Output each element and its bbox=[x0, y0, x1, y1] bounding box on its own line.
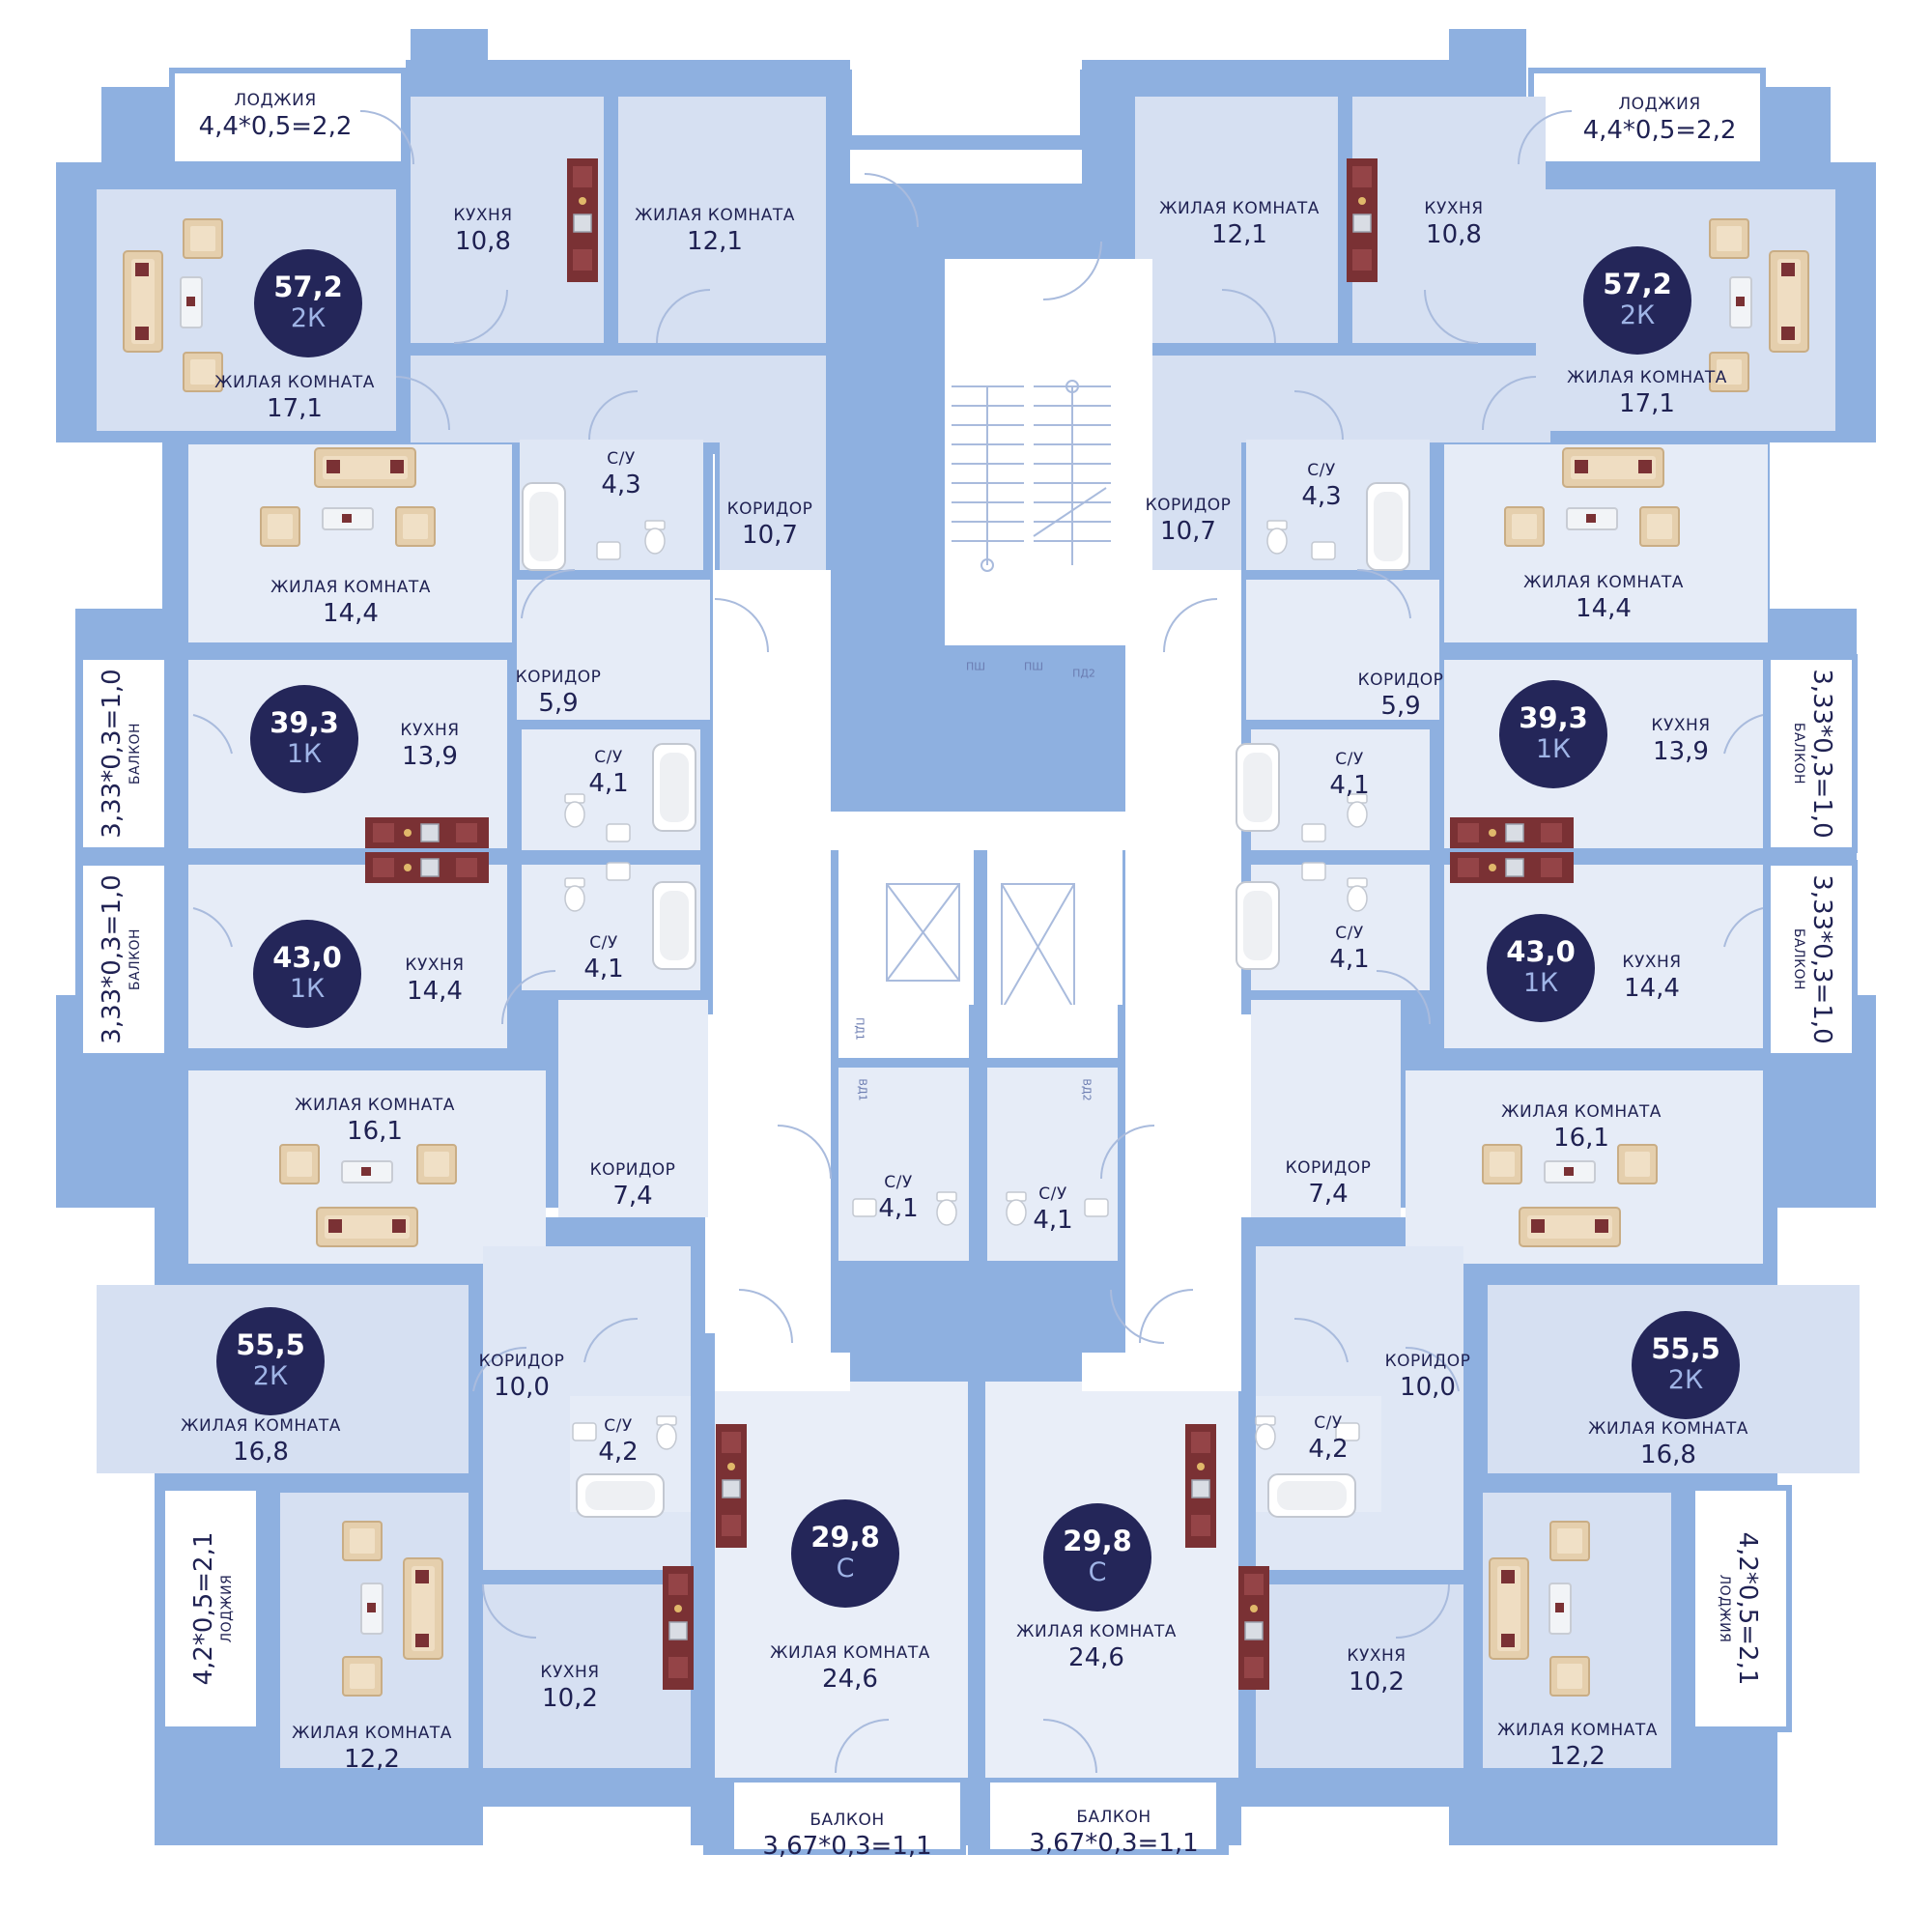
apartment-badge-ne[interactable]: 57,2 2К bbox=[1583, 246, 1691, 355]
elevators bbox=[838, 850, 1122, 1261]
apartment-area: 39,3 bbox=[270, 706, 339, 739]
apartment-badge-sw[interactable]: 55,5 2К bbox=[216, 1307, 325, 1415]
apartment-area: 43,0 bbox=[1506, 935, 1576, 968]
apartment-badge-e2[interactable]: 43,0 1К bbox=[1487, 914, 1595, 1022]
apartment-type: 2К bbox=[290, 303, 327, 333]
apartment-type: 2К bbox=[1667, 1365, 1704, 1395]
shaft-tag: ВД2 bbox=[1080, 1078, 1094, 1101]
apartment-type: 1К bbox=[289, 974, 326, 1004]
apartment-area: 57,2 bbox=[1603, 268, 1672, 300]
shaft-tag: ПШ bbox=[965, 660, 986, 673]
apartment-area: 55,5 bbox=[1651, 1332, 1720, 1365]
doors bbox=[192, 110, 1764, 1774]
apartment-area: 39,3 bbox=[1519, 701, 1588, 734]
apartment-type: 2К bbox=[1619, 300, 1656, 330]
apartment-area: 55,5 bbox=[236, 1328, 305, 1361]
shaft-tag: ПД2 bbox=[1072, 667, 1095, 680]
apartment-type: С bbox=[836, 1554, 855, 1583]
loggias-balconies bbox=[77, 68, 1858, 1855]
shaft-tag: ПД1 bbox=[853, 1017, 867, 1041]
common-corridor bbox=[715, 150, 1241, 1391]
apartment-area: 29,8 bbox=[810, 1521, 880, 1554]
apartment-badge-e1[interactable]: 39,3 1К bbox=[1499, 680, 1607, 788]
apartment-type: 1К bbox=[1535, 734, 1572, 764]
apartment-badge-nw[interactable]: 57,2 2К bbox=[254, 249, 362, 357]
apartment-badge-w2[interactable]: 43,0 1К bbox=[253, 920, 361, 1028]
apartment-area: 43,0 bbox=[272, 941, 342, 974]
apartment-type: 1К bbox=[286, 739, 323, 769]
apartment-type: С bbox=[1088, 1557, 1107, 1587]
shaft-tag: ВД1 bbox=[856, 1078, 869, 1101]
shaft-tag: ПШ bbox=[1023, 660, 1044, 673]
stairwell bbox=[945, 259, 1152, 645]
apartment-badge-s1[interactable]: 29,8 С bbox=[791, 1499, 899, 1608]
apartment-badge-se[interactable]: 55,5 2К bbox=[1632, 1311, 1740, 1419]
apartment-area: 57,2 bbox=[273, 271, 343, 303]
apartment-area: 29,8 bbox=[1063, 1525, 1132, 1557]
apartment-badge-s2[interactable]: 29,8 С bbox=[1043, 1503, 1151, 1612]
apartment-type: 2К bbox=[252, 1361, 289, 1391]
apartment-type: 1К bbox=[1522, 968, 1559, 998]
apartment-badge-w1[interactable]: 39,3 1К bbox=[250, 685, 358, 793]
